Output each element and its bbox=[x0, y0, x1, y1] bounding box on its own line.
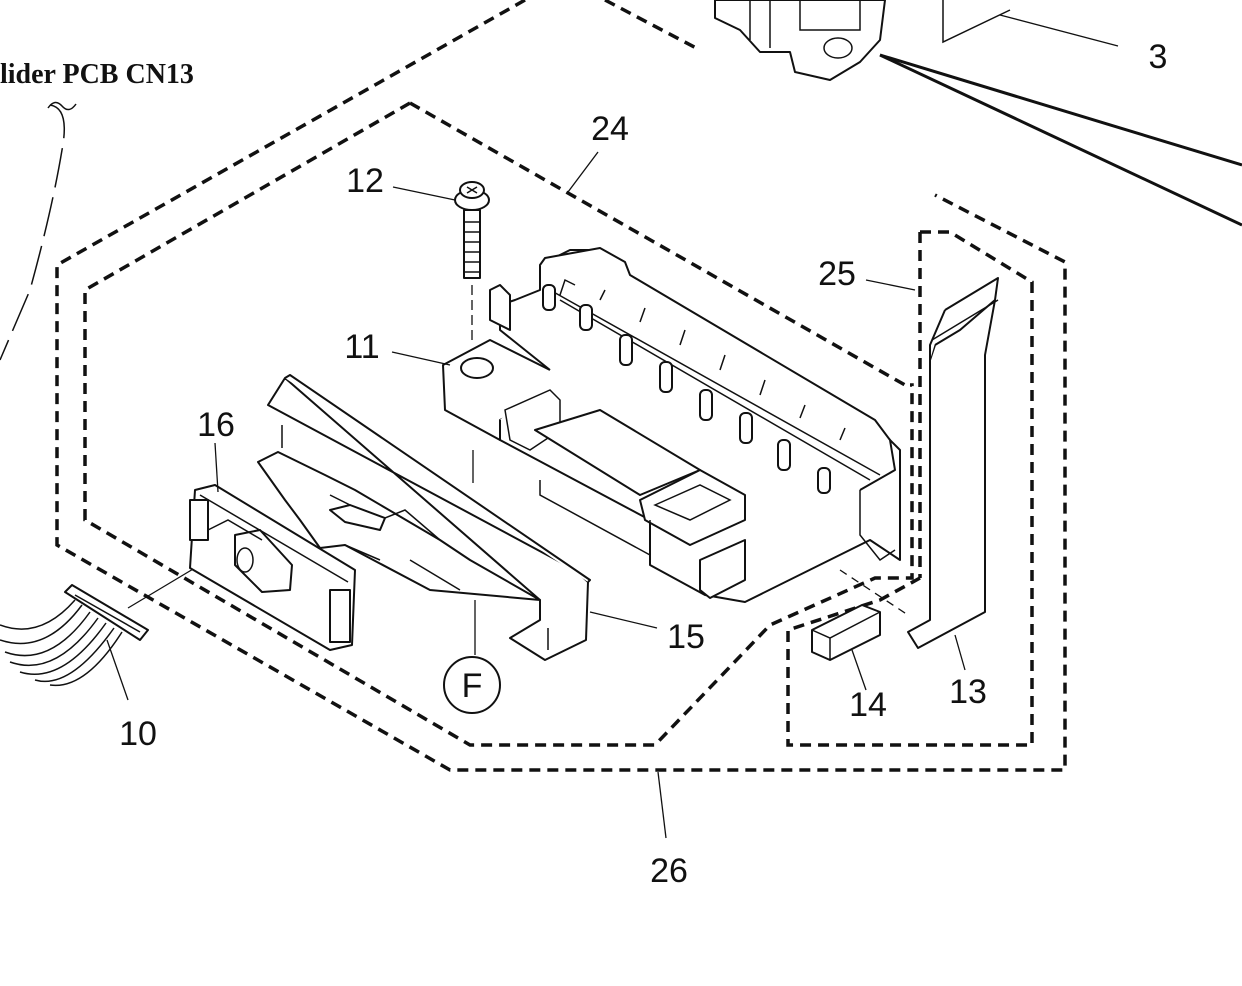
callout-13: 13 bbox=[949, 673, 987, 711]
screw-12 bbox=[454, 181, 490, 345]
boundary-26 bbox=[55, 0, 1067, 772]
frame-15 bbox=[257, 374, 591, 661]
tilde-mark bbox=[47, 101, 77, 111]
reference-mark: F bbox=[462, 667, 483, 705]
boundary-24 bbox=[83, 101, 914, 747]
boundary-24-top bbox=[409, 101, 906, 387]
callout-16: 16 bbox=[197, 406, 235, 444]
leader-lines bbox=[106, 151, 966, 839]
pcb-16 bbox=[189, 484, 356, 651]
callout-24: 24 bbox=[591, 110, 629, 148]
callout-12: 12 bbox=[346, 162, 384, 200]
reference-circle bbox=[443, 656, 501, 714]
core-14 bbox=[811, 604, 881, 661]
callout-3: 3 bbox=[1149, 38, 1168, 76]
cable-13 bbox=[907, 277, 999, 649]
callout-10: 10 bbox=[119, 715, 157, 753]
callout-26: 26 bbox=[650, 852, 688, 890]
callout-11: 11 bbox=[344, 328, 379, 366]
callout-14: 14 bbox=[849, 686, 887, 724]
callout-25: 25 bbox=[818, 255, 856, 293]
wire-harness bbox=[0, 104, 251, 687]
connector-note: lider PCB CN13 bbox=[0, 59, 194, 90]
callout-15: 15 bbox=[667, 618, 705, 656]
upper-assembly-fragment bbox=[714, 0, 1242, 227]
capacitor-row bbox=[542, 284, 831, 494]
boundary-top-right bbox=[604, 0, 701, 52]
housing-11 bbox=[442, 247, 901, 603]
